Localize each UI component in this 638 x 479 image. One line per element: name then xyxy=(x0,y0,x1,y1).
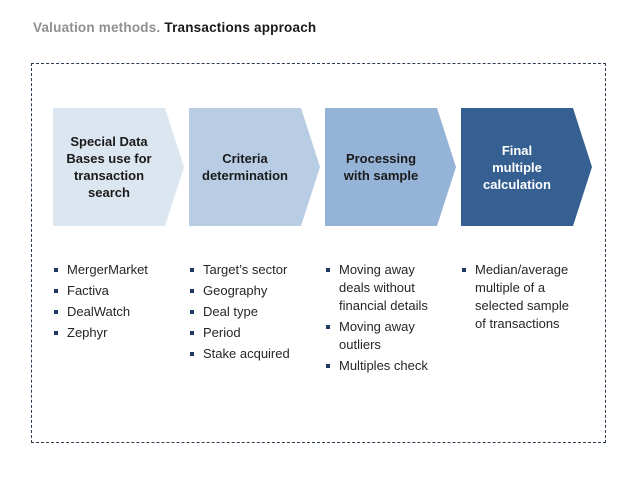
bullet-list: MergerMarket Factiva DealWatch Zephyr xyxy=(53,261,184,342)
list-item: DealWatch xyxy=(53,303,170,321)
step-label: Processing with sample xyxy=(343,151,419,183)
step-label: Final multiple calculation xyxy=(483,142,551,192)
list-item: Moving away deals without financial deta… xyxy=(325,261,442,315)
list-item: Deal type xyxy=(189,303,306,321)
bullet-lists-row: MergerMarket Factiva DealWatch Zephyr Ta… xyxy=(53,261,592,378)
list-item: Geography xyxy=(189,282,306,300)
list-item: Period xyxy=(189,324,306,342)
list-item: Multiples check xyxy=(325,357,442,375)
step-label: Special Data Bases use for transaction s… xyxy=(66,134,152,200)
step-details-final: Median/average multiple of a selected sa… xyxy=(461,261,592,378)
list-item: Target’s sector xyxy=(189,261,306,279)
list-item: Stake acquired xyxy=(189,345,306,363)
process-arrow-row: Special Data Bases use for transaction s… xyxy=(53,108,592,226)
step-details-processing: Moving away deals without financial deta… xyxy=(325,261,456,378)
process-step-final: Final multiple calculation xyxy=(461,108,592,226)
title-emphasis: Transactions approach xyxy=(164,20,317,35)
step-details-databases: MergerMarket Factiva DealWatch Zephyr xyxy=(53,261,184,378)
title-prefix: Valuation methods. xyxy=(33,20,161,35)
list-item: Median/average multiple of a selected sa… xyxy=(461,261,578,333)
list-item: Factiva xyxy=(53,282,170,300)
bullet-list: Target’s sector Geography Deal type Peri… xyxy=(189,261,320,363)
list-item: Zephyr xyxy=(53,324,170,342)
list-item: Moving away outliers xyxy=(325,318,442,354)
content-frame xyxy=(31,63,606,443)
process-step-databases: Special Data Bases use for transaction s… xyxy=(53,108,184,226)
process-step-processing: Processing with sample xyxy=(325,108,456,226)
slide-title: Valuation methods.Transactions approach xyxy=(33,20,316,35)
list-item: MergerMarket xyxy=(53,261,170,279)
step-details-criteria: Target’s sector Geography Deal type Peri… xyxy=(189,261,320,378)
step-label: Criteria determination xyxy=(202,151,288,183)
process-step-criteria: Criteria determination xyxy=(189,108,320,226)
bullet-list: Median/average multiple of a selected sa… xyxy=(461,261,592,333)
bullet-list: Moving away deals without financial deta… xyxy=(325,261,456,375)
